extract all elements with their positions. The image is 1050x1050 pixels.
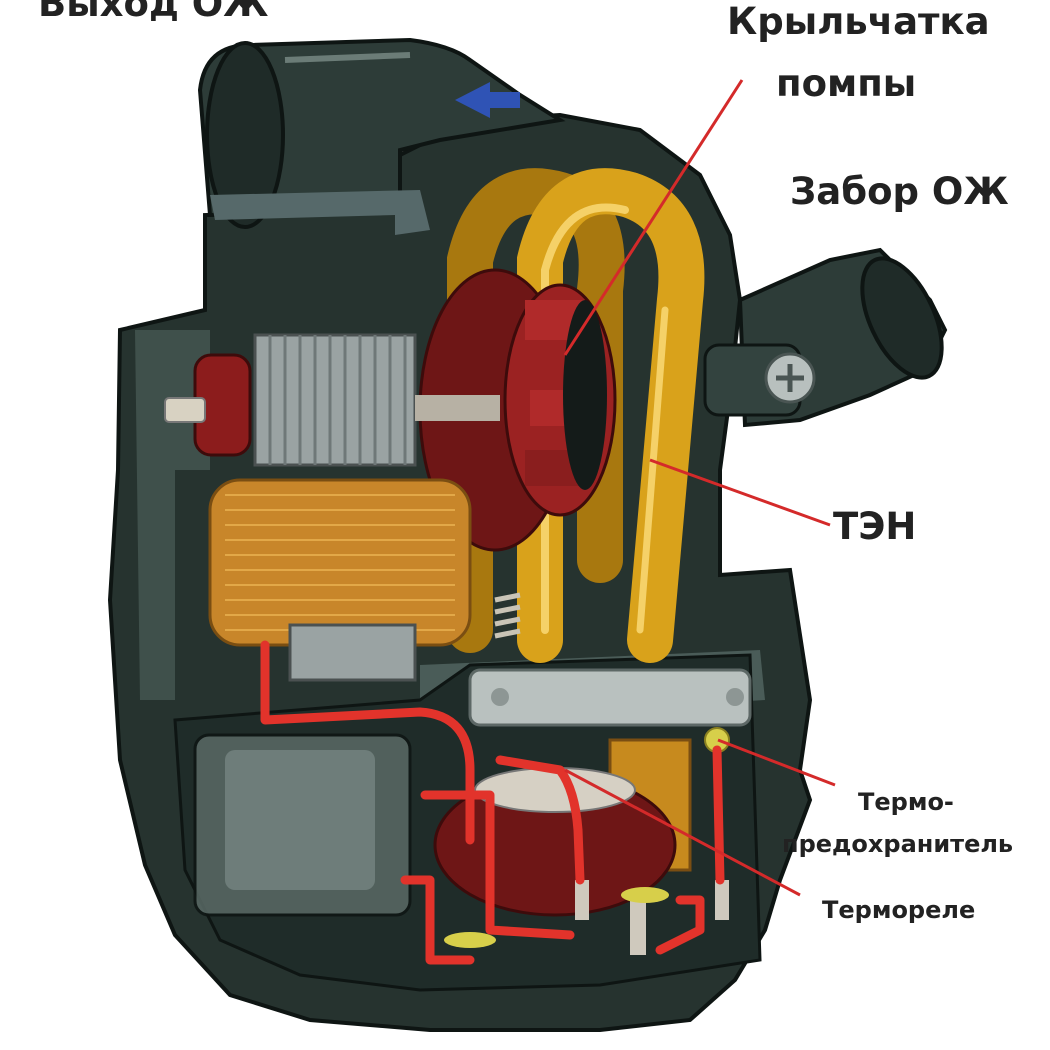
callout-line-thermal-fuse xyxy=(717,738,836,787)
wire-5 xyxy=(400,875,475,965)
callout-line-heating-element xyxy=(649,458,831,527)
impeller-seal xyxy=(563,300,607,490)
connector-socket xyxy=(225,750,375,890)
thermal-relay-top xyxy=(474,767,636,813)
motor-coil xyxy=(208,478,472,647)
callout-line-impeller xyxy=(563,79,744,356)
phillips-screw-icon xyxy=(764,352,816,404)
outlet-pipe xyxy=(197,37,566,218)
heating-element xyxy=(447,168,705,663)
motor-shaft xyxy=(164,397,206,423)
terminal-post-2 xyxy=(715,880,729,920)
motor-shaft-front xyxy=(415,395,500,421)
plate-screw-1 xyxy=(491,688,509,706)
wire-6 xyxy=(655,895,705,955)
motor-core-laminations xyxy=(268,335,407,465)
wire-2 xyxy=(420,790,575,940)
housing-wall-top xyxy=(210,190,430,235)
outlet-pipe-opening xyxy=(205,41,285,229)
inlet-pipe-opening xyxy=(860,256,944,380)
label-coolant-outlet: Выход ОЖ xyxy=(38,0,269,25)
spring xyxy=(494,592,521,639)
blue-flow-arrow-icon xyxy=(455,82,520,118)
terminal-washer xyxy=(621,887,669,903)
wire-4 xyxy=(712,745,725,885)
motor-core xyxy=(253,333,417,467)
label-pump-impeller-line1: Крыльчатка xyxy=(727,0,990,43)
label-heating-element: ТЭН xyxy=(833,505,917,548)
mounting-plate xyxy=(468,668,752,727)
label-coolant-inlet: Забор ОЖ xyxy=(790,170,1009,213)
plate-screw-2 xyxy=(726,688,744,706)
wire-1 xyxy=(260,640,475,845)
label-thermal-fuse-line2: предохранитель xyxy=(782,830,1014,858)
motor xyxy=(164,333,521,682)
terminal-post-1 xyxy=(575,880,589,920)
heating-element-coil-front xyxy=(517,168,705,663)
wire-3 xyxy=(495,755,585,885)
callout-lines xyxy=(563,79,836,897)
label-thermal-relay: Термореле xyxy=(822,896,976,924)
terminal-washer-2 xyxy=(444,932,496,948)
motor-coil-windings xyxy=(225,494,455,631)
heating-element-highlight-2 xyxy=(636,306,669,634)
outlet-pipe-highlight xyxy=(284,52,411,63)
label-thermal-fuse-line1: Термо- xyxy=(858,788,954,816)
terminal-post-3 xyxy=(630,900,646,955)
label-pump-impeller-line2: помпы xyxy=(776,62,917,105)
heating-element-highlight xyxy=(541,203,629,634)
wiring xyxy=(260,640,725,965)
thermo-components xyxy=(433,668,752,955)
motor-core-lower xyxy=(288,623,417,682)
callout-line-thermal-relay xyxy=(564,768,801,897)
